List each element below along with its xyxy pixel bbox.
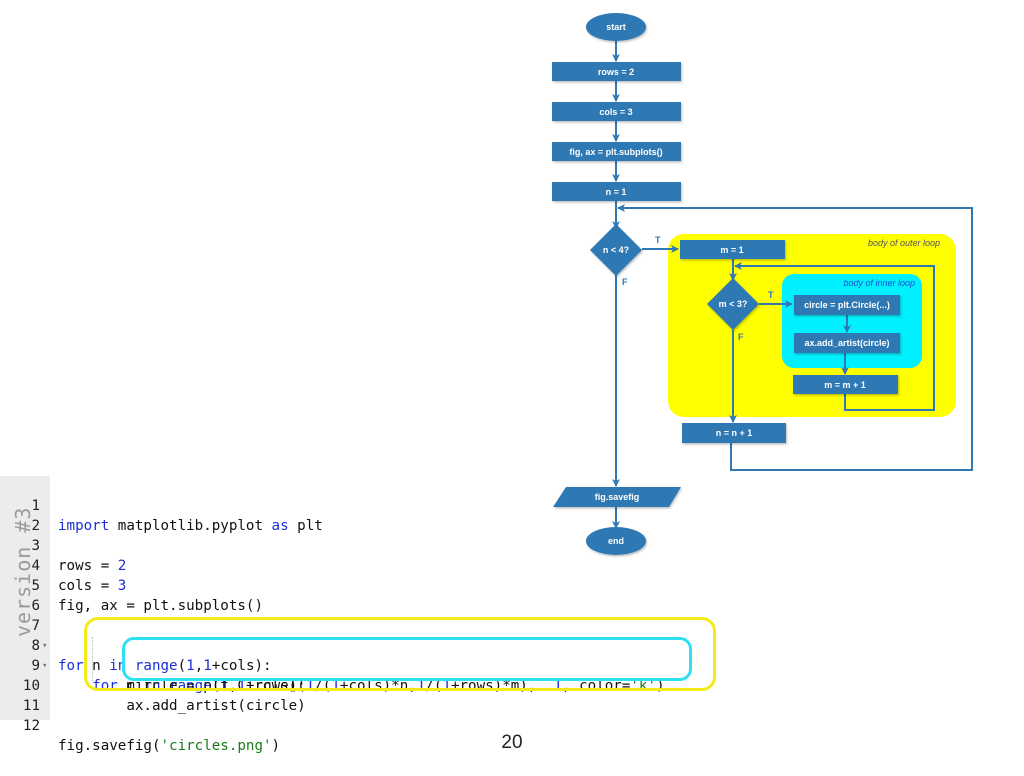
code-text: ax.add_artist(circle) bbox=[58, 698, 306, 714]
m-true-label: T bbox=[768, 290, 774, 300]
n-init-label: n = 1 bbox=[606, 187, 627, 197]
line-number: 9 bbox=[31, 658, 40, 674]
connectors bbox=[612, 40, 973, 529]
outer-loop-label: body of outer loop bbox=[868, 238, 940, 248]
outer-loop-highlight bbox=[84, 617, 716, 691]
add-artist-label: ax.add_artist(circle) bbox=[804, 338, 889, 348]
start-node bbox=[586, 13, 646, 41]
line-number: 3 bbox=[31, 538, 40, 554]
line-number: 7 bbox=[31, 618, 40, 634]
n-false-label: F bbox=[622, 277, 628, 287]
code-line: 4 cols = 3 bbox=[0, 536, 126, 594]
code-text: for n in range(1,1+cols): bbox=[58, 658, 272, 674]
m-inc-node bbox=[793, 375, 898, 394]
fold-toggle-icon[interactable]: ▾ bbox=[42, 641, 48, 651]
arrow-outer-loop-back bbox=[617, 204, 973, 471]
code-text: cols = 3 bbox=[58, 578, 127, 594]
n-init-node bbox=[552, 182, 681, 201]
page-number: 20 bbox=[501, 732, 523, 753]
code-line: 7 ▾ for n in range(1,1+cols): bbox=[0, 596, 271, 674]
rows-node bbox=[552, 62, 681, 81]
fold-toggle-icon[interactable]: ▾ bbox=[42, 661, 48, 671]
end-node bbox=[586, 527, 646, 555]
line-number: 2 bbox=[31, 518, 40, 534]
savefig-label: fig.savefig bbox=[595, 492, 640, 502]
line-number: 5 bbox=[31, 578, 40, 594]
code-line: 10 ax.add_artist(circle) bbox=[0, 656, 306, 714]
code-line: 8 ▾ for m in range(1,1+rows): bbox=[0, 616, 305, 694]
n-cond-label: n < 4? bbox=[603, 245, 629, 255]
code-line: 3 rows = 2 bbox=[0, 516, 126, 574]
code-line: 9 circle = plt.Circle((1/(1+cols)*n,1/(1… bbox=[0, 636, 664, 694]
code-line: 2 bbox=[0, 496, 40, 534]
n-cond-node bbox=[590, 224, 642, 276]
m-init-label: m = 1 bbox=[720, 245, 743, 255]
line-number-gutter bbox=[0, 476, 50, 720]
line-number: 11 bbox=[22, 698, 40, 714]
line-number: 12 bbox=[22, 718, 40, 734]
n-inc-label: n = n + 1 bbox=[716, 428, 753, 438]
code-text: fig, ax = plt.subplots() bbox=[58, 598, 263, 614]
m-inc-label: m = m + 1 bbox=[824, 380, 866, 390]
code-line: 5 fig, ax = plt.subplots() bbox=[0, 556, 263, 614]
circle-label: circle = plt.Circle(...) bbox=[804, 300, 890, 310]
m-false-label: F bbox=[738, 332, 744, 342]
code-line: 11 bbox=[0, 676, 40, 714]
line-number: 1 bbox=[31, 498, 40, 514]
n-inc-node bbox=[682, 423, 786, 443]
code-text: import matplotlib.pyplot as plt bbox=[58, 518, 323, 534]
rows-label: rows = 2 bbox=[598, 67, 634, 77]
line-number: 6 bbox=[31, 598, 40, 614]
m-init-node bbox=[680, 240, 785, 259]
add-artist-node bbox=[794, 333, 900, 353]
inner-loop-highlight bbox=[122, 637, 692, 681]
cols-label: cols = 3 bbox=[599, 107, 632, 117]
indent-guide bbox=[92, 637, 93, 681]
circle-node bbox=[794, 295, 900, 315]
inner-loop-label: body of inner loop bbox=[843, 278, 915, 288]
subplots-label: fig, ax = plt.subplots() bbox=[569, 147, 662, 157]
n-true-label: T bbox=[655, 235, 661, 245]
savefig-node bbox=[553, 487, 681, 507]
end-label: end bbox=[608, 536, 624, 546]
start-label: start bbox=[606, 22, 626, 32]
code-text: rows = 2 bbox=[58, 558, 127, 574]
subplots-node bbox=[552, 142, 681, 161]
inner-loop-region bbox=[782, 274, 922, 368]
line-number: 4 bbox=[31, 558, 40, 574]
cols-node bbox=[552, 102, 681, 121]
m-cond-node bbox=[707, 278, 759, 330]
code-line: 6 bbox=[0, 576, 40, 614]
arrow-inner-loop-back bbox=[734, 262, 935, 411]
line-number: 10 bbox=[22, 678, 40, 694]
code-line: 1 import matplotlib.pyplot as plt bbox=[0, 476, 322, 534]
code-line: 12 fig.savefig('circles.png') bbox=[0, 696, 280, 754]
line-number: 8 bbox=[31, 638, 40, 654]
m-cond-label: m < 3? bbox=[719, 299, 748, 309]
code-text: fig.savefig('circles.png') bbox=[58, 738, 281, 754]
